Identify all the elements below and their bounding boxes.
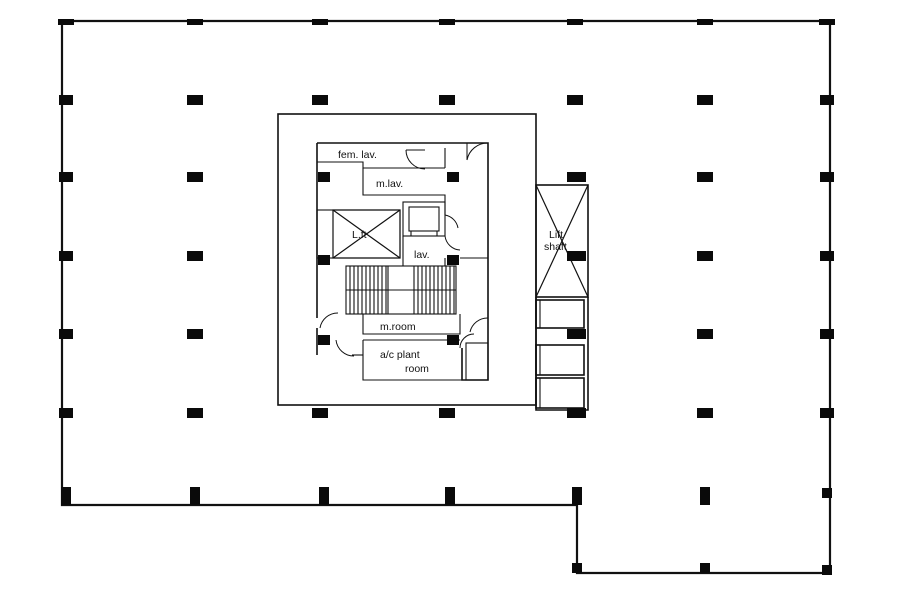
structural-column [822,565,832,575]
structural-column [697,251,713,261]
structural-column [820,408,834,418]
doors [319,142,489,357]
label-ac-plant-2: room [405,363,429,375]
label-m-room: m.room [380,321,416,333]
structural-column [820,329,834,339]
label-ac-plant-1: a/c plant [380,349,420,361]
structural-column [447,335,459,345]
structural-column [59,95,73,105]
stair-treads [349,266,455,314]
structural-column [572,563,582,573]
structural-column [697,329,713,339]
structural-column [819,19,835,25]
label-fem-lav: fem. lav. [338,149,377,161]
structural-column [187,95,203,105]
structural-column [439,19,455,25]
structural-column [700,563,710,573]
structural-column [445,487,455,505]
structural-column [697,95,713,105]
structural-column [187,251,203,261]
structural-column [697,172,713,182]
structural-column [59,329,73,339]
structural-column [441,408,453,418]
lift-shaft [535,184,589,411]
structural-column [567,95,583,105]
structural-column [574,408,586,418]
structural-column [59,408,73,418]
structural-column [574,329,586,339]
structural-column [187,19,203,25]
structural-column [58,19,74,25]
structural-column [822,488,832,498]
structural-column [820,95,834,105]
label-m-lav: m.lav. [376,178,403,190]
structural-column [318,172,330,182]
structural-column [187,408,203,418]
structural-column [59,172,73,182]
structural-column [820,172,834,182]
structural-column [820,251,834,261]
structural-column [187,329,203,339]
structural-column [318,255,330,265]
label-lift-shaft-1: Lift [549,229,563,241]
structural-column [447,255,459,265]
structural-column [697,19,713,25]
structural-column [697,408,713,418]
structural-column [318,335,330,345]
service-block [316,142,489,381]
structural-column [312,19,328,25]
label-lav: lav. [414,249,430,261]
room-labels: fem. lav. m.lav. L.ft lav. Lift shaft m.… [338,149,567,375]
structural-column [312,95,328,105]
structural-column [439,95,455,105]
label-lift-small: L.ft [352,229,367,241]
structural-column [700,487,710,505]
structural-column [447,172,459,182]
structural-column [59,251,73,261]
structural-column [61,487,71,505]
structural-column [187,172,203,182]
structural-column [319,487,329,505]
structural-column [314,408,326,418]
structural-column [572,487,582,505]
structural-column [574,251,586,261]
structural-columns [58,19,835,575]
structural-column [574,172,586,182]
structural-column [567,19,583,25]
structural-column [190,487,200,505]
label-lift-shaft-2: shaft [544,241,567,253]
